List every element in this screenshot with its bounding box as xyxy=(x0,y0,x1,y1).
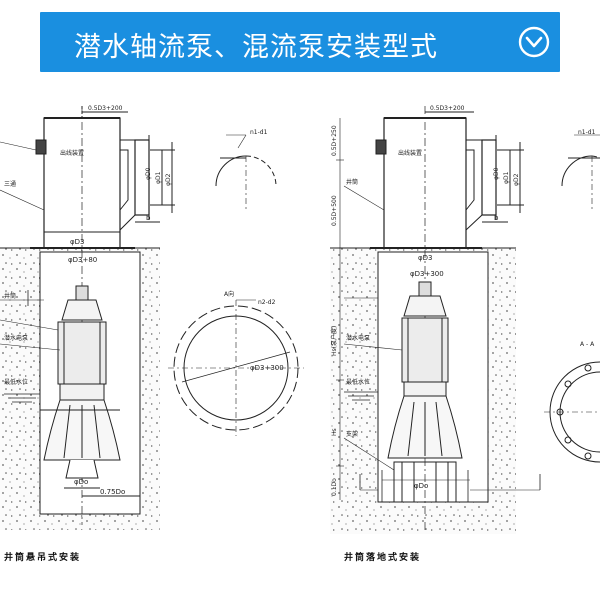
left-d0: φD0 xyxy=(145,167,152,180)
right-labels: 0.5D3+200 出线装置 井筒 潜水电泵 最低水位 支架 φD3 φD3+3… xyxy=(330,105,520,496)
right-flange-labels: n1-d1 A - A xyxy=(578,129,596,348)
right-height-2: 0.1Do xyxy=(331,478,338,496)
right-note-pump: 潜水电泵 xyxy=(346,334,370,342)
left-b: b xyxy=(146,214,151,222)
left-pump-motor xyxy=(43,285,121,479)
left-d2: φD2 xyxy=(165,173,172,186)
right-dim-top: 0.5D3+200 xyxy=(430,105,465,112)
left-n1d1: n1-d1 xyxy=(250,129,268,136)
left-dim-top: 0.5D3+200 xyxy=(88,105,123,112)
banner-title: 潜水轴流泵、混流泵安装型式 xyxy=(74,32,438,63)
right-dim-side-1: 0.5D+500 xyxy=(331,195,338,226)
right-dim-side-0: 0.5D+250 xyxy=(331,125,338,156)
left-circle: φD3+300 xyxy=(250,364,284,372)
right-d3-300: φD3+300 xyxy=(410,270,444,278)
left-caption: 井筒悬吊式安装 xyxy=(4,553,82,563)
right-caption: 井筒落地式安装 xyxy=(344,553,422,563)
right-flange-detail xyxy=(544,134,600,463)
left-suspended-installation xyxy=(0,106,175,530)
right-b: b xyxy=(494,214,499,222)
right-height-1: Hs(泵户度) xyxy=(330,326,338,356)
right-pump-motor xyxy=(387,281,463,459)
left-note-cable: 出线装置 xyxy=(60,149,84,157)
right-note-cable: 出线装置 xyxy=(398,149,422,157)
left-d3-80: φD3+80 xyxy=(68,256,97,264)
right-d2: φD2 xyxy=(513,173,520,186)
right-note-shaft: 井筒 xyxy=(346,178,358,186)
left-d1: φD1 xyxy=(155,171,162,184)
left-do: φDo xyxy=(74,478,88,486)
right-note-support: 支架 xyxy=(346,430,358,438)
right-note-water: 最低水位 xyxy=(346,378,370,386)
right-do: φDo xyxy=(414,482,428,490)
left-flange-detail xyxy=(168,134,304,436)
left-flange-labels: n1-d1 n2-d2 φD3+300 A向 xyxy=(224,129,284,372)
left-note-water: 最低水位 xyxy=(4,378,28,386)
chevron-down-circle-icon[interactable] xyxy=(518,26,550,58)
left-note-shaft: 井筒 xyxy=(4,292,16,300)
right-d3: φD3 xyxy=(418,254,432,262)
left-labels: 0.5D3+200 出线装置 三通 井筒 潜水电泵 最低水位 φD3 φD3+8… xyxy=(4,105,172,496)
right-support xyxy=(393,461,457,503)
title-banner: 潜水轴流泵、混流泵安装型式 xyxy=(40,12,560,72)
right-height-0: Hs xyxy=(331,428,338,436)
left-d3: φD3 xyxy=(70,238,84,246)
left-075do: 0.75Do xyxy=(100,488,125,496)
right-section: A - A xyxy=(580,341,595,348)
right-d0: φD0 xyxy=(493,167,500,180)
left-note-tee: 三通 xyxy=(4,180,16,188)
left-n2d2: n2-d2 xyxy=(258,299,276,306)
right-d1: φD1 xyxy=(503,171,510,184)
right-floor-installation xyxy=(330,106,541,534)
left-section: A向 xyxy=(224,290,234,298)
left-note-pump: 潜水电泵 xyxy=(4,334,28,342)
right-n1d1: n1-d1 xyxy=(578,129,596,136)
